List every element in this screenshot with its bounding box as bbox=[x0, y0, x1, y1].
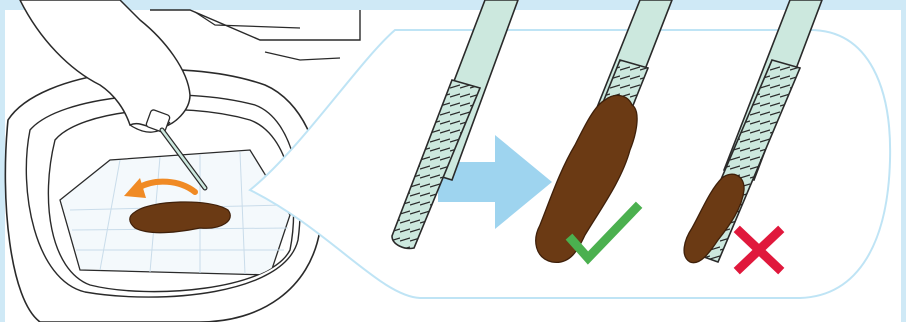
right-frame-bar bbox=[901, 0, 906, 322]
top-frame-bar bbox=[0, 0, 906, 10]
stool-sample-in-bowl bbox=[130, 202, 231, 233]
left-frame-bar bbox=[0, 0, 5, 322]
toilet-lid bbox=[150, 10, 360, 40]
